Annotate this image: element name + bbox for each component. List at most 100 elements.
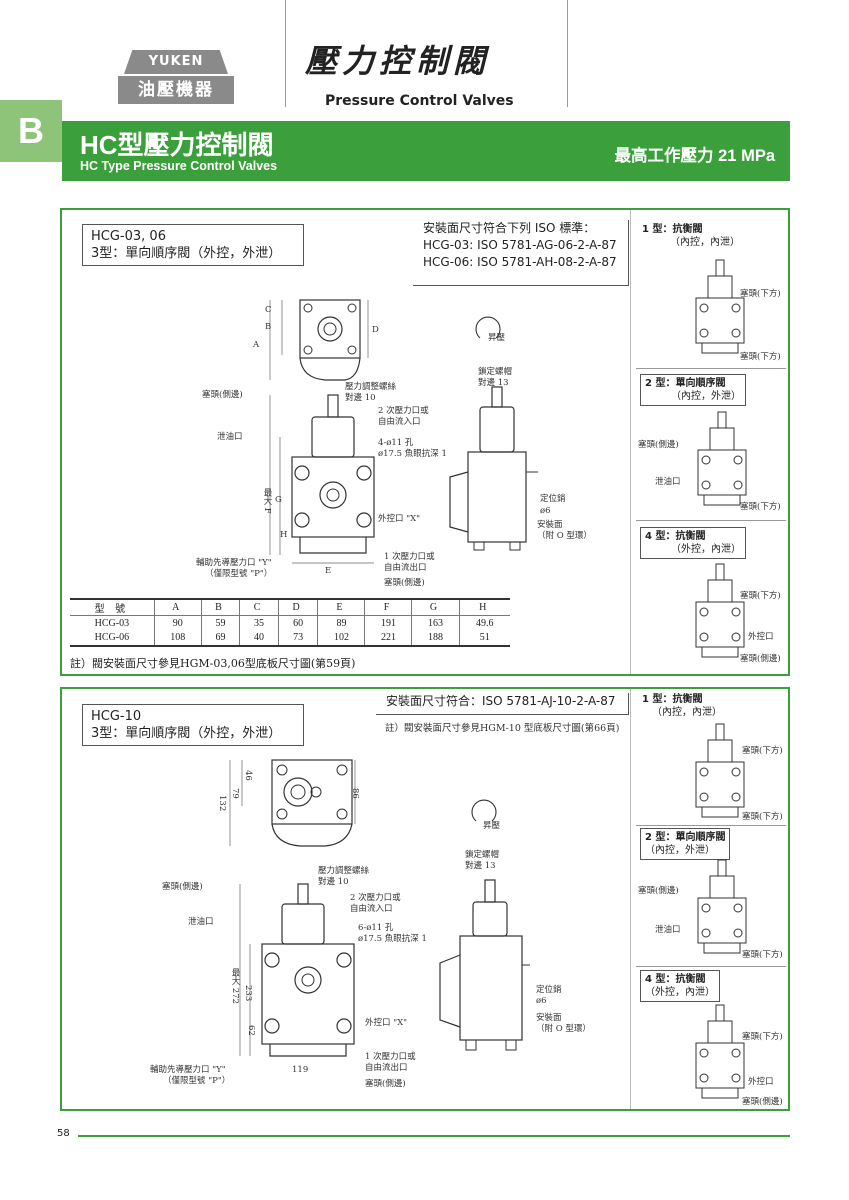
- panel-hcg-10: [60, 687, 790, 1111]
- panel2-note: 註）閥安裝面尺寸參見HGM-10 型底板尺寸圖(第66頁): [385, 723, 620, 734]
- table-header: D: [277, 598, 318, 616]
- p2-type4: 4 型：抗衡閥 （外控，內泄）: [640, 970, 720, 1002]
- p2-type1-title: 1 型：抗衡閥: [642, 694, 703, 705]
- panel1-note: 註）閥安裝面尺寸參見HGM-03,06型底板尺寸圖(第59頁): [70, 657, 356, 670]
- p1-pri-port-1: 1 次壓力口或: [384, 552, 435, 562]
- yuken-logo: YUKEN 油壓機器: [118, 50, 234, 104]
- p2-t4-plug-bottom: 塞頭(下方): [742, 1032, 783, 1042]
- p2-lock-nut: 鎖定螺帽: [465, 850, 500, 860]
- table-cell: 51: [458, 630, 510, 647]
- p2-dim-62: 62: [246, 1025, 256, 1036]
- p1-across-flat-10: 對邊 10: [345, 393, 376, 403]
- p2-type2: 2 型：單向順序閥 （內控，外泄）: [640, 828, 731, 860]
- p2-t2-drain: 泄油口: [655, 925, 681, 935]
- separator: [636, 368, 786, 369]
- panel1-top-view-drawing: [269, 299, 369, 381]
- panel2-iso-standard: 安裝面尺寸符合：ISO 5781-AJ-10-2-A-87: [376, 693, 629, 715]
- p1-type1-sub: （內控，內泄）: [670, 237, 740, 248]
- page-number: 58: [57, 1128, 70, 1139]
- p1-sec-port-1: 2 次壓力口或: [378, 406, 429, 416]
- p1-t1-plug-bottom-b: 塞頭(下方): [740, 352, 781, 362]
- p1-t4-ext-pilot: 外控口: [748, 632, 774, 642]
- p1-aux-pilot-1: 輔助先導壓力口 "Y": [196, 558, 272, 568]
- p2-t1-plug-bottom-a: 塞頭(下方): [742, 746, 783, 756]
- dim-h-label: H: [280, 530, 288, 540]
- p2-type4-title: 4 型：抗衡閥: [645, 974, 706, 985]
- p2-type1-sub: （內控，內泄）: [652, 707, 722, 718]
- p1-t2-plug-bottom: 塞頭(下方): [740, 502, 781, 512]
- p2-dim-86: 86: [350, 788, 360, 799]
- table-cell: 102: [317, 630, 365, 647]
- table-cell: 89: [317, 615, 365, 631]
- p2-sec-port-2: 自由流入口: [350, 904, 393, 914]
- panel1-types-divider: [630, 210, 631, 674]
- p1-type2: 2 型：單向順序閥 （內控，外泄）: [640, 374, 746, 406]
- p1-lock-nut: 鎖定螺帽: [478, 367, 513, 377]
- panel1-front-view-drawing: [269, 394, 375, 564]
- panel2-types-divider: [630, 689, 631, 1109]
- p1-aux-pilot-2: （僅限型號 "P"）: [205, 569, 273, 579]
- p2-rotate: 昇壓: [483, 821, 501, 831]
- dim-f-label: 最大 F: [262, 488, 272, 514]
- p1-locating-pin: 定位銷: [540, 494, 566, 504]
- p2-dim-79: 79: [230, 788, 240, 799]
- p1-plug-side-2: 塞頭(側邊): [384, 578, 425, 588]
- logo-text-bottom: 油壓機器: [118, 76, 234, 104]
- p2-across-flat-10: 對邊 10: [318, 877, 349, 887]
- table-cell: 221: [364, 630, 412, 647]
- p1-t2-drain: 泄油口: [655, 477, 681, 487]
- p2-hole-2: ø17.5 魚眼抗深 1: [358, 934, 427, 944]
- p1-t4-plug-side: 塞頭(側邊): [740, 654, 781, 664]
- p1-sec-port-2: 自由流入口: [378, 417, 421, 427]
- p2-type1: 1 型：抗衡閥 （內控，內泄）: [642, 693, 722, 719]
- p1-drain: 泄油口: [217, 432, 243, 442]
- logo-text-top: YUKEN: [124, 50, 228, 74]
- p2-hole-1: 6-ø11 孔: [358, 923, 394, 933]
- panel2-top-view-drawing: [229, 759, 356, 847]
- p1-type4: 4 型：抗衡閥 （外控，內泄）: [640, 527, 746, 559]
- header-divider-right: [567, 0, 568, 107]
- p2-pri-port-1: 1 次壓力口或: [365, 1052, 416, 1062]
- p2-pin-dia: ø6: [536, 996, 547, 1006]
- table-cell: HCG-06: [70, 630, 155, 647]
- p1-type2-title: 2 型：單向順序閥: [645, 378, 726, 389]
- p2-ext-pilot: 外控口 "X": [365, 1018, 408, 1028]
- p2-dim-46: 46: [243, 770, 253, 781]
- table-cell: 35: [239, 615, 279, 631]
- panel1-iso-line-2: HCG-03: ISO 5781-AG-06-2-A-87: [423, 238, 617, 252]
- panel-hcg-03-06: [60, 208, 790, 676]
- separator: [636, 520, 786, 521]
- panel1-iso-line-3: HCG-06: ISO 5781-AH-08-2-A-87: [423, 255, 617, 269]
- category-title-zh: 壓力控制閥: [305, 42, 491, 80]
- p2-t4-plug-side: 塞頭(側邊): [742, 1097, 783, 1107]
- table-cell: 73: [277, 630, 318, 647]
- dim-c-label: C: [265, 305, 272, 315]
- p1-pressure-screw: 壓力調整螺絲: [345, 382, 397, 392]
- table-cell: 59: [200, 615, 240, 631]
- panel2-side-view-drawing: [439, 799, 530, 1051]
- panel1-type: 3型：單向順序閥（外控，外泄）: [91, 246, 282, 261]
- p2-aux-pilot-2: （僅限型號 "P"）: [163, 1076, 231, 1086]
- p2-t1-plug-bottom-b: 塞頭(下方): [742, 812, 783, 822]
- table-cell: 60: [277, 615, 318, 631]
- p2-locating-pin: 定位銷: [536, 985, 562, 995]
- header-divider-left: [285, 0, 286, 107]
- p2-type2-title: 2 型：單向順序閥: [645, 832, 726, 843]
- p2-plug-side-2: 塞頭(側邊): [365, 1079, 406, 1089]
- p1-type1-valve-drawing: [695, 259, 745, 354]
- p2-with-o-ring: （附 O 型環）: [536, 1024, 591, 1034]
- dim-g-label: G: [275, 495, 282, 505]
- p1-type2-valve-drawing: [697, 411, 747, 506]
- panel1-dimension-table: 型 號 A B C D E F G H HCG-03 90 59 35 60 8…: [70, 598, 510, 647]
- panel1-side-view-drawing: [449, 316, 538, 551]
- p1-hole-1: 4-ø11 孔: [378, 438, 414, 448]
- p1-ext-pilot: 外控口 "X": [378, 514, 421, 524]
- p1-pin-dia: ø6: [540, 506, 551, 516]
- p1-mount-face: 安裝面: [537, 520, 563, 530]
- table-header-row: 型 號 A B C D E F G H: [70, 598, 510, 616]
- table-cell: 69: [200, 630, 240, 647]
- panel2-iso-line: 安裝面尺寸符合：ISO 5781-AJ-10-2-A-87: [386, 694, 616, 708]
- panel1-model: HCG-03, 06: [91, 229, 166, 244]
- p2-dim-233: 233: [243, 985, 253, 1002]
- panel2-type: 3型：單向順序閥（外控，外泄）: [91, 726, 282, 741]
